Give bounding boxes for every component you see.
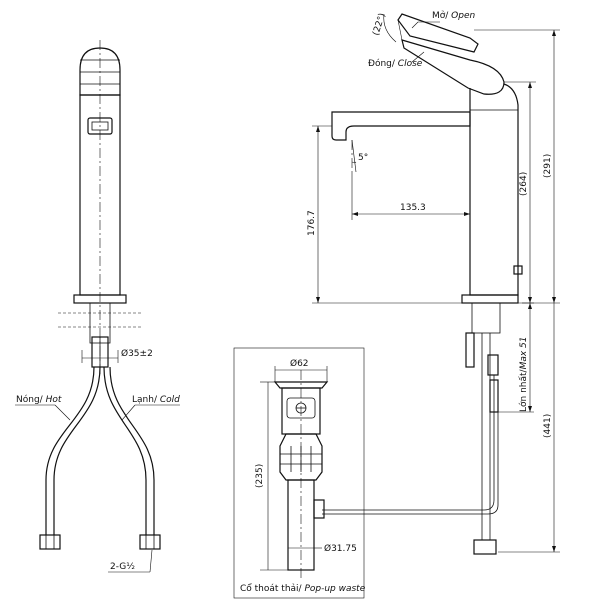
lift-rod-clamp xyxy=(487,354,499,376)
side-body xyxy=(469,83,519,296)
side-hose-nut xyxy=(473,539,497,555)
hot-hose-nut xyxy=(39,534,61,550)
front-aerator xyxy=(87,117,113,135)
side-base xyxy=(461,294,519,304)
side-spout xyxy=(331,111,471,141)
spout-height-label: 176.7 xyxy=(307,210,317,236)
total-height-label: (291) xyxy=(543,154,553,178)
close-handle-outline xyxy=(401,39,505,95)
base-diameter-label: Ø35±2 xyxy=(121,348,153,359)
waste-connector xyxy=(313,499,325,519)
waste-pipe xyxy=(287,479,315,571)
max-lift-label: Lớn nhất/Max 51 xyxy=(518,337,529,413)
waste-top-diameter-label: Ø62 xyxy=(290,358,309,369)
lift-rod-linkage xyxy=(322,412,495,511)
waste-caption: Cổ thoát thải/ Pop-up waste xyxy=(240,583,366,594)
waste-nut xyxy=(279,433,323,481)
open-handle-outline xyxy=(397,13,479,53)
front-handle xyxy=(79,47,121,96)
close-label: Đóng/ Close xyxy=(368,58,423,69)
cold-hose-nut xyxy=(139,534,161,550)
side-view: 5° xyxy=(322,13,523,555)
waste-length-label: (235) xyxy=(255,464,265,488)
side-dimensions: (22°) Mở/ Open Đóng/ Close 176.7 135.3 (… xyxy=(307,10,560,553)
waste-frame xyxy=(233,347,365,599)
side-mount-nut xyxy=(465,332,475,368)
handle-angle-label: (22°) xyxy=(371,12,388,37)
waste-pipe-diameter-label: Ø31.75 xyxy=(324,543,357,554)
waste-flange xyxy=(273,381,329,389)
cold-hose xyxy=(103,366,147,535)
front-view: Ø35±2 Nóng/ Hot Lạnh/ Cold 2-G½ xyxy=(15,40,180,573)
waste-detail: Ø62 (235) Ø31.75 Cổ thoát thải/ Pop-up w… xyxy=(233,347,366,599)
tilt-angle-label: 5° xyxy=(358,153,368,163)
hot-hose xyxy=(45,366,95,535)
below-deck-label: (441) xyxy=(543,414,553,438)
thread-label: 2-G½ xyxy=(110,562,135,572)
body-height-label: (264) xyxy=(519,172,529,196)
hot-label: Nóng/ Hot xyxy=(16,394,62,405)
open-label: Mở/ Open xyxy=(432,10,476,21)
reach-label: 135.3 xyxy=(400,203,426,213)
cold-label: Lạnh/ Cold xyxy=(132,395,180,405)
